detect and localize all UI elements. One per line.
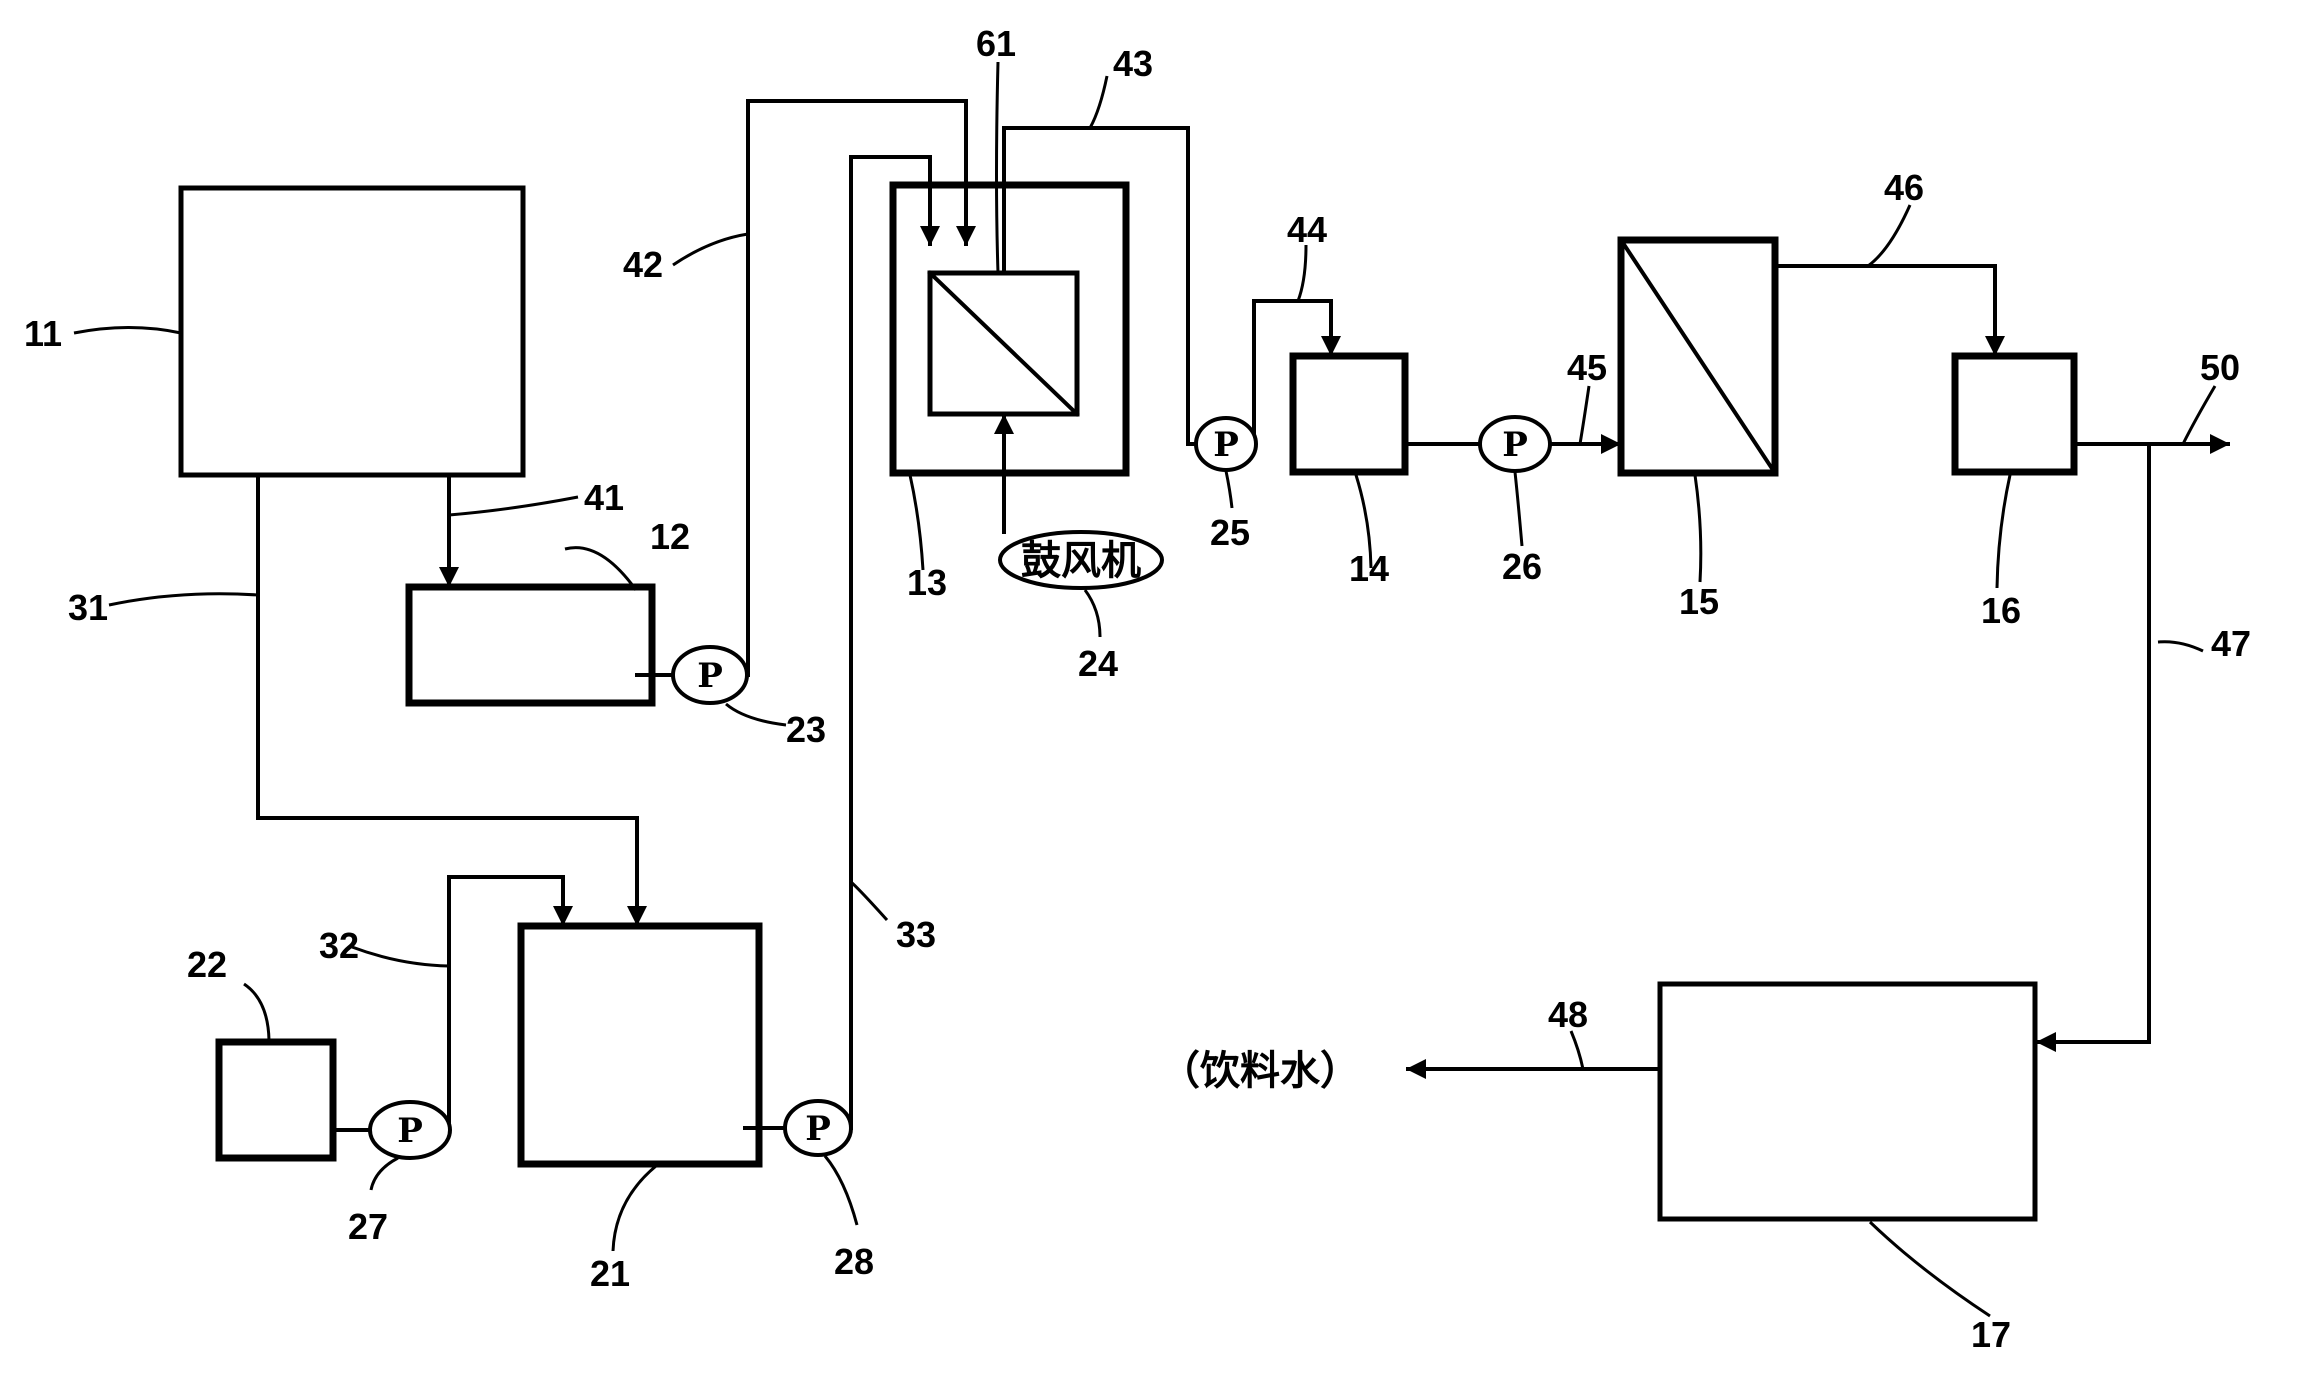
label-43: 43 bbox=[1113, 43, 1153, 84]
label-32: 32 bbox=[319, 925, 359, 966]
label-50: 50 bbox=[2200, 347, 2240, 388]
leader-41 bbox=[448, 495, 579, 517]
unit-14-box bbox=[1289, 352, 1409, 476]
label-25: 25 bbox=[1210, 512, 1250, 553]
label-23: 23 bbox=[786, 709, 826, 750]
leader-48 bbox=[1569, 1030, 1585, 1070]
label-12: 12 bbox=[650, 516, 690, 557]
leader-11 bbox=[73, 326, 182, 335]
leader-15 bbox=[1693, 474, 1703, 583]
leader-42 bbox=[672, 232, 749, 267]
leader-27 bbox=[369, 1156, 399, 1191]
label-13: 13 bbox=[907, 562, 947, 603]
drinking-water-label: （饮料水） bbox=[1160, 1048, 1360, 1094]
leader-24 bbox=[1083, 589, 1102, 638]
leader-17 bbox=[1868, 1220, 1991, 1318]
leader-46 bbox=[1867, 204, 1912, 268]
leader-13 bbox=[908, 474, 925, 571]
line-42-pipe bbox=[746, 99, 976, 677]
leader-31 bbox=[108, 592, 259, 607]
blower-label: 鼓风机 bbox=[1021, 538, 1141, 584]
label-42: 42 bbox=[623, 244, 663, 285]
leader-33 bbox=[849, 880, 889, 922]
leader-28 bbox=[823, 1155, 859, 1226]
leader-12 bbox=[564, 546, 638, 591]
line-32-pipe bbox=[447, 875, 573, 1132]
line-33-pipe bbox=[849, 155, 940, 1130]
unit-61-membrane-diagonal bbox=[927, 270, 1080, 417]
blower-24: 鼓风机 bbox=[998, 530, 1164, 590]
leader-61 bbox=[995, 61, 1000, 274]
leader-32 bbox=[351, 945, 450, 968]
pump-23: P bbox=[671, 645, 749, 705]
pump-28-symbol: P bbox=[805, 1109, 831, 1149]
leader-45 bbox=[1578, 385, 1591, 445]
line-31-pipe bbox=[256, 473, 647, 926]
label-41: 41 bbox=[584, 477, 624, 518]
label-27: 27 bbox=[348, 1206, 388, 1247]
line-43-pipe bbox=[1002, 126, 1200, 446]
leader-23 bbox=[725, 702, 787, 727]
leader-26 bbox=[1513, 471, 1524, 547]
label-44: 44 bbox=[1287, 209, 1327, 250]
unit-21-box bbox=[517, 922, 763, 1168]
leader-43 bbox=[1088, 75, 1109, 129]
label-22: 22 bbox=[187, 944, 227, 985]
unit-17-box bbox=[1657, 981, 2038, 1222]
unit-15-membrane-diagonal bbox=[1618, 237, 1778, 476]
label-17: 17 bbox=[1971, 1314, 2011, 1355]
unit-12-box bbox=[405, 583, 656, 707]
unit-11-box bbox=[178, 185, 526, 478]
leader-14 bbox=[1354, 474, 1373, 569]
unit-16-box bbox=[1951, 352, 2078, 476]
unit-22-box bbox=[215, 1038, 337, 1162]
pump-25: P bbox=[1194, 416, 1258, 472]
leader-44 bbox=[1296, 244, 1308, 302]
leader-47 bbox=[2157, 640, 2204, 653]
label-15: 15 bbox=[1679, 581, 1719, 622]
label-21: 21 bbox=[590, 1253, 630, 1294]
label-26: 26 bbox=[1502, 546, 1542, 587]
label-31: 31 bbox=[68, 587, 108, 628]
label-11: 11 bbox=[24, 313, 62, 354]
pump-25-symbol: P bbox=[1213, 425, 1239, 465]
line-47-pipe bbox=[2036, 442, 2151, 1052]
pump-28: P bbox=[783, 1099, 853, 1157]
label-48: 48 bbox=[1548, 994, 1588, 1035]
leader-22 bbox=[243, 982, 271, 1041]
label-33: 33 bbox=[896, 914, 936, 955]
line-44-pipe bbox=[1252, 299, 1341, 446]
label-46: 46 bbox=[1884, 167, 1924, 208]
label-24: 24 bbox=[1078, 643, 1118, 684]
label-14: 14 bbox=[1349, 548, 1389, 589]
leader-50 bbox=[2181, 385, 2217, 445]
pump-26: P bbox=[1478, 415, 1552, 473]
leader-16 bbox=[1995, 474, 2012, 589]
label-16: 16 bbox=[1981, 590, 2021, 631]
line-46-pipe bbox=[1773, 264, 2005, 356]
leader-25 bbox=[1224, 470, 1234, 509]
label-61: 61 bbox=[976, 23, 1016, 64]
pump-26-symbol: P bbox=[1502, 425, 1528, 465]
label-47: 47 bbox=[2211, 623, 2251, 664]
label-28: 28 bbox=[834, 1241, 874, 1282]
leader-21 bbox=[611, 1164, 657, 1252]
pump-27: P bbox=[368, 1100, 452, 1160]
pump-23-symbol: P bbox=[697, 656, 723, 696]
label-45: 45 bbox=[1567, 347, 1607, 388]
pump-27-symbol: P bbox=[397, 1111, 423, 1151]
